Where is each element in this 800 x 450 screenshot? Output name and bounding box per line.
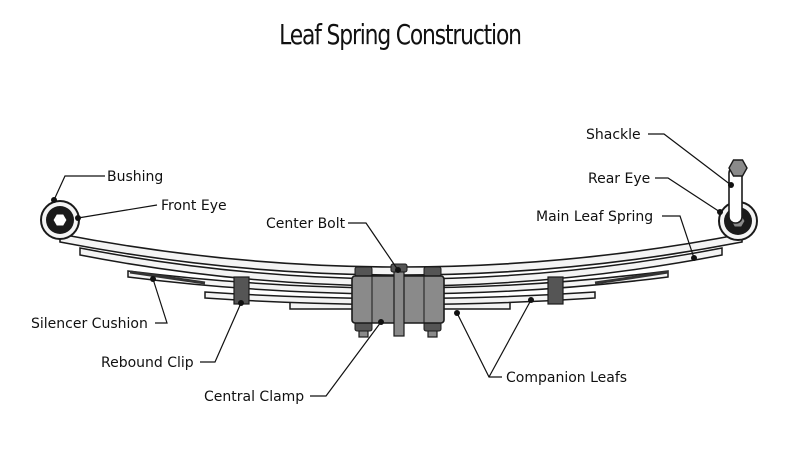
label-companion-leafs: Companion Leafs [506,370,627,386]
label-central-clamp: Central Clamp [204,389,304,405]
label-rear-eye: Rear Eye [588,171,650,187]
leader-bushing [51,175,105,203]
label-center-bolt: Center Bolt [266,216,346,232]
leader-companion-1 [454,310,502,378]
label-main-leaf-spring: Main Leaf Spring [536,209,653,225]
label-shackle: Shackle [586,127,641,143]
leader-main-leaf [662,215,697,261]
leader-front-eye [75,204,158,221]
front-eye [40,200,80,240]
label-silencer-cushion: Silencer Cushion [31,316,148,332]
leader-central-clamp [310,319,384,397]
leader-companion-2 [488,297,534,378]
shackle-hex-icon [728,159,748,177]
companion-leaf-2 [127,270,669,295]
leader-rebound [200,300,244,363]
bushing-hex-icon [52,213,68,227]
label-rebound-clip: Rebound Clip [101,355,194,371]
companion-leaf-3 [204,291,596,306]
main-leaf-spring [59,233,743,276]
leader-rear-eye [655,177,723,215]
label-bushing: Bushing [107,169,163,185]
leader-silencer [150,276,168,324]
label-front-eye: Front Eye [161,198,227,214]
rebound-clip-left [233,276,250,305]
page-title: Leaf Spring Construction [279,18,522,51]
leader-center-bolt [348,222,401,273]
silencer-cushion-left [129,270,206,285]
shackle [728,159,748,224]
leader-shackle [648,133,734,188]
silencer-cushion-right [594,270,669,285]
rebound-clip-right [547,276,564,305]
